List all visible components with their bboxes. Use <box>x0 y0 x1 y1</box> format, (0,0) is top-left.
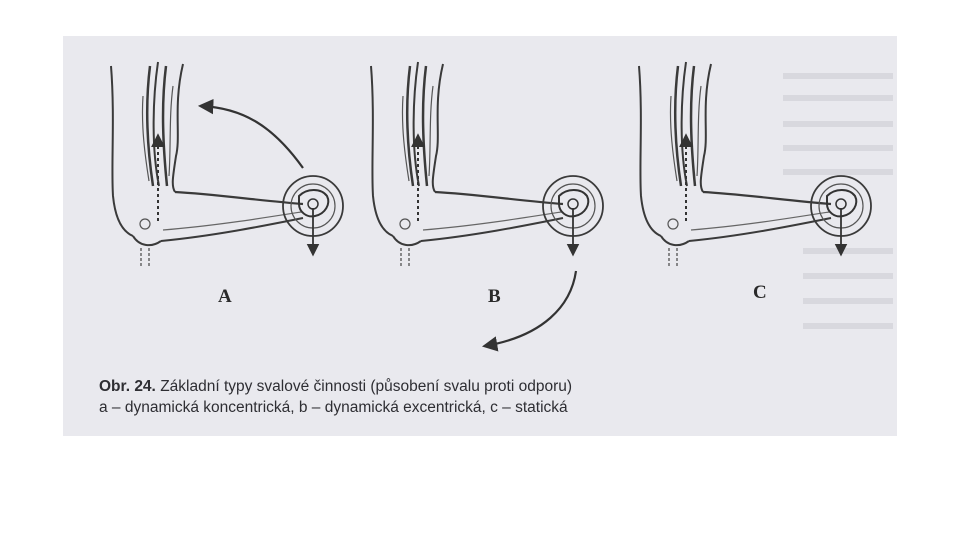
caption-legend: a – dynamická koncentrická, b – dynamick… <box>99 399 568 416</box>
panel-label-c: C <box>753 282 767 303</box>
muscle-action-illustration <box>63 36 893 352</box>
scanned-page: A B C Obr. 24. Základní typy svalové čin… <box>63 36 897 436</box>
panel-b-arm <box>371 62 603 352</box>
caption-line-1: Obr. 24. Základní typy svalové činnosti … <box>99 376 572 397</box>
caption-title: Základní typy svalové činnosti (působení… <box>160 378 573 395</box>
caption-number: Obr. 24. <box>99 378 156 395</box>
figure-caption: Obr. 24. Základní typy svalové činnosti … <box>99 376 572 418</box>
panel-c-arm <box>639 62 871 268</box>
bleed-through-text <box>783 73 893 329</box>
panel-a-arm <box>111 62 343 268</box>
panel-label-a: A <box>218 286 232 307</box>
panel-label-b: B <box>488 286 501 307</box>
